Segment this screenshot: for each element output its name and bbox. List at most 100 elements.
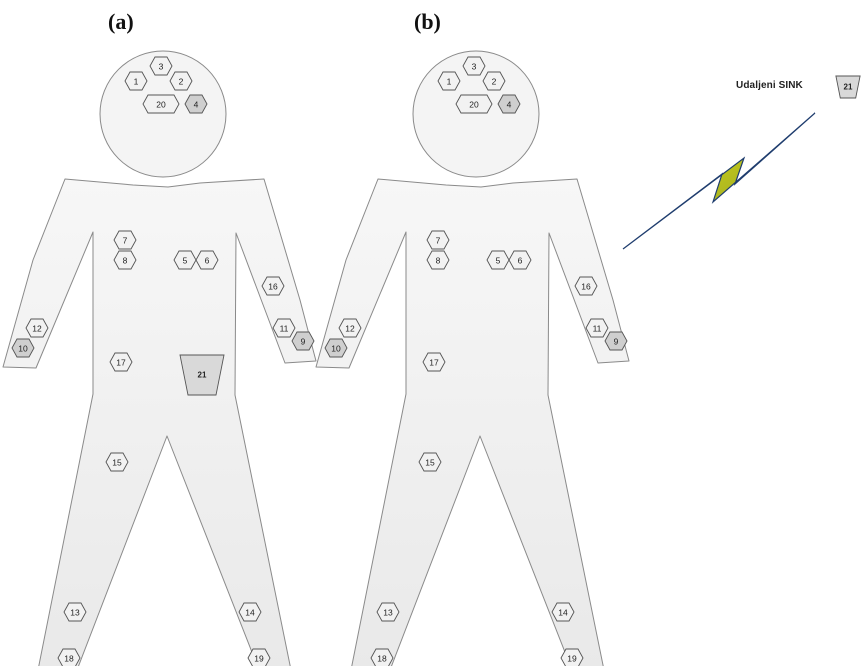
sensor-node-7: 7 <box>426 230 450 250</box>
sensor-node-16-label: 16 <box>268 282 278 292</box>
sensor-node-1-label: 1 <box>134 77 139 87</box>
sensor-node-4-label: 4 <box>507 100 512 110</box>
sensor-node-6-shape <box>195 250 219 270</box>
sensor-node-3: 3 <box>462 56 486 76</box>
sensor-node-7-label: 7 <box>123 236 128 246</box>
sensor-node-10-shape <box>11 338 35 358</box>
sensor-node-16-label: 16 <box>581 282 591 292</box>
sensor-node-8-shape <box>426 250 450 270</box>
sensor-node-19-label: 19 <box>567 654 577 664</box>
sensor-node-4: 4 <box>184 94 208 114</box>
sink-node-label: 21 <box>198 371 207 380</box>
sensor-node-12: 12 <box>338 318 362 338</box>
panel-a-label: (a) <box>108 9 134 34</box>
sensor-node-7-label: 7 <box>436 236 441 246</box>
sensor-node-17: 17 <box>109 352 133 372</box>
sensor-node-4-shape <box>184 94 208 114</box>
remote-sink-node-label: 21 <box>844 83 853 92</box>
sensor-node-13: 13 <box>376 602 400 622</box>
sensor-node-4: 4 <box>497 94 521 114</box>
sensor-node-17: 17 <box>422 352 446 372</box>
sensor-node-13-label: 13 <box>383 608 393 618</box>
sensor-node-19: 19 <box>247 648 271 666</box>
sensor-node-6: 6 <box>195 250 219 270</box>
sensor-node-9-label: 9 <box>614 337 619 347</box>
sensor-node-12-label: 12 <box>32 324 42 334</box>
wireless-link-icon <box>622 112 816 250</box>
sensor-node-20-shape <box>455 94 493 114</box>
sensor-node-17-label: 17 <box>116 358 126 368</box>
sensor-node-2-label: 2 <box>179 77 184 87</box>
sensor-node-3-label: 3 <box>472 62 477 72</box>
sensor-node-9: 9 <box>291 331 315 351</box>
sensor-node-6: 6 <box>508 250 532 270</box>
sensor-node-2: 2 <box>482 71 506 91</box>
sensor-node-11: 11 <box>585 318 609 338</box>
sensor-node-15-shape <box>105 452 129 472</box>
sensor-node-20-label: 20 <box>156 100 166 110</box>
sensor-node-1-label: 1 <box>447 77 452 87</box>
sensor-node-18-label: 18 <box>377 654 387 664</box>
sensor-node-17-shape <box>109 352 133 372</box>
panel-b-label: (b) <box>414 9 441 34</box>
sensor-node-5-label: 5 <box>496 256 501 266</box>
sensor-node-14-shape <box>238 602 262 622</box>
sensor-node-5-label: 5 <box>183 256 188 266</box>
sensor-node-20-label: 20 <box>469 100 479 110</box>
sensor-node-9-label: 9 <box>301 337 306 347</box>
sensor-node-8: 8 <box>113 250 137 270</box>
sensor-node-13: 13 <box>63 602 87 622</box>
sensor-node-19: 19 <box>560 648 584 666</box>
remote-sink-node: 21 <box>835 75 861 99</box>
sensor-node-15: 15 <box>105 452 129 472</box>
sensor-node-14-shape <box>551 602 575 622</box>
body-outline <box>2 178 317 666</box>
sensor-node-16: 16 <box>574 276 598 296</box>
sensor-node-9-shape <box>291 331 315 351</box>
sensor-node-2-shape <box>169 71 193 91</box>
remote-sink-label: Udaljeni SINK <box>736 80 803 91</box>
sensor-node-18-label: 18 <box>64 654 74 664</box>
sensor-node-8: 8 <box>426 250 450 270</box>
sensor-node-3-shape <box>149 56 173 76</box>
remote-sink-node-shape <box>835 75 861 99</box>
sensor-node-6-shape <box>508 250 532 270</box>
sensor-node-3-label: 3 <box>159 62 164 72</box>
sensor-node-1: 1 <box>437 71 461 91</box>
sensor-node-10-label: 10 <box>18 344 28 354</box>
sink-node-shape <box>179 354 225 396</box>
sensor-node-19-shape <box>560 648 584 666</box>
sensor-node-4-shape <box>497 94 521 114</box>
sensor-node-13-shape <box>376 602 400 622</box>
sensor-node-11-label: 11 <box>593 324 602 334</box>
sensor-node-7-shape <box>426 230 450 250</box>
sensor-node-12: 12 <box>25 318 49 338</box>
sensor-node-16: 16 <box>261 276 285 296</box>
sensor-node-19-shape <box>247 648 271 666</box>
sensor-node-8-label: 8 <box>123 256 128 266</box>
sensor-node-9: 9 <box>604 331 628 351</box>
sensor-node-8-shape <box>113 250 137 270</box>
sensor-node-10: 10 <box>11 338 35 358</box>
sensor-node-3-shape <box>462 56 486 76</box>
sink-node: 21 <box>179 354 225 396</box>
sensor-node-18-shape <box>370 648 394 666</box>
sensor-node-15-shape <box>418 452 442 472</box>
sensor-node-11: 11 <box>272 318 296 338</box>
sensor-node-13-label: 13 <box>70 608 80 618</box>
sensor-node-17-shape <box>422 352 446 372</box>
sensor-node-11-label: 11 <box>280 324 289 334</box>
sensor-node-16-shape <box>261 276 285 296</box>
sensor-node-14: 14 <box>551 602 575 622</box>
sensor-node-18: 18 <box>57 648 81 666</box>
sensor-node-15-label: 15 <box>425 458 435 468</box>
sensor-node-6-label: 6 <box>518 256 523 266</box>
sensor-node-1: 1 <box>124 71 148 91</box>
sensor-node-20: 20 <box>455 94 493 114</box>
sensor-node-11-shape <box>272 318 296 338</box>
sensor-node-18-shape <box>57 648 81 666</box>
body-outline <box>315 178 630 666</box>
